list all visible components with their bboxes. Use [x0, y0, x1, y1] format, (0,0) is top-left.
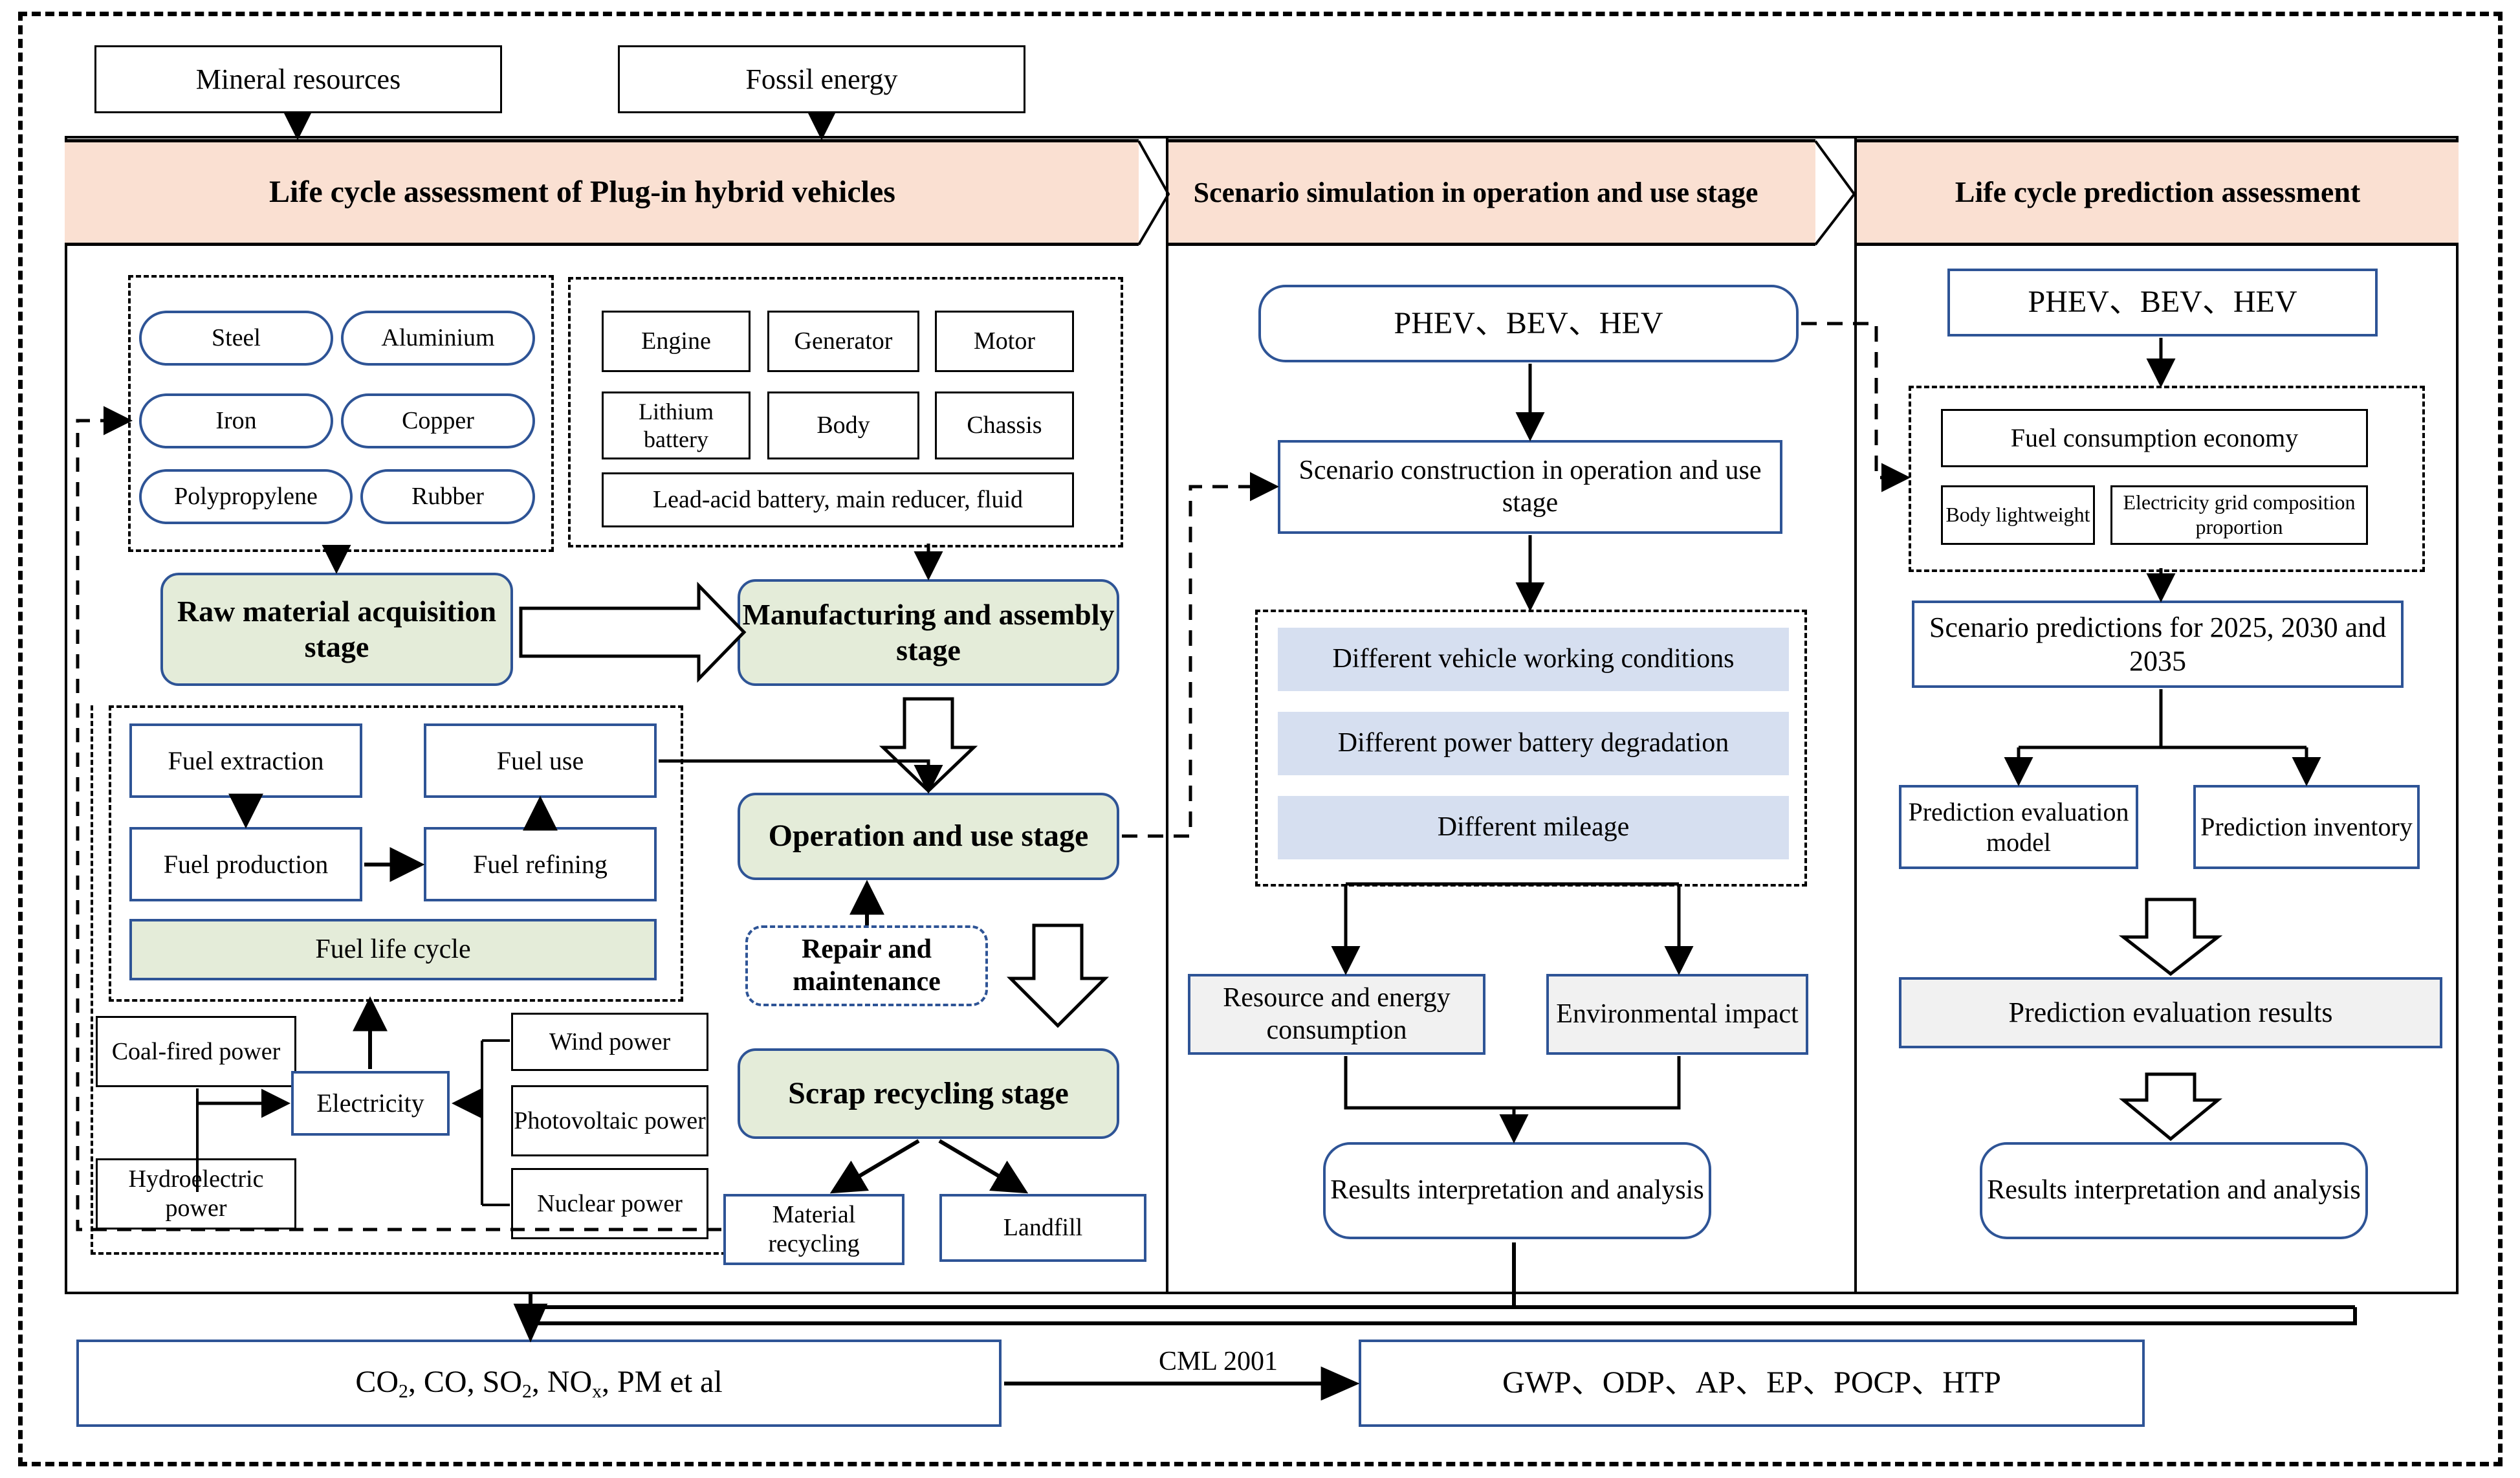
prediction-evaluation-results[interactable]: Prediction evaluation results — [1899, 977, 2442, 1048]
scenario-construction-box[interactable]: Scenario construction in operation and u… — [1278, 440, 1782, 534]
end-of-life-landfill[interactable]: Landfill — [939, 1194, 1146, 1262]
scenario-output-label-resource: Resource and energy consumption — [1223, 982, 1451, 1045]
component-chassis[interactable]: Chassis — [935, 392, 1074, 459]
material-label-steel: Steel — [212, 324, 261, 352]
prediction-factor-label-grid: Electricity grid composition proportion — [2123, 491, 2356, 538]
prediction-factor-grid-composition[interactable]: Electricity grid composition proportion — [2110, 485, 2368, 545]
cml-method-text: CML 2001 — [1159, 1347, 1278, 1376]
component-motor[interactable]: Motor — [935, 311, 1074, 372]
component-label-generator: Generator — [794, 327, 893, 355]
input-box-mineral-resources[interactable]: Mineral resources — [94, 45, 502, 113]
banner-prediction[interactable]: Life cycle prediction assessment — [1857, 139, 2459, 246]
prediction-scenario-years-box[interactable]: Scenario predictions for 2025, 2030 and … — [1912, 601, 2404, 688]
component-generator[interactable]: Generator — [767, 311, 919, 372]
prediction-scenario-years-label: Scenario predictions for 2025, 2030 and … — [1929, 611, 2387, 677]
prediction-factor-fuel-economy[interactable]: Fuel consumption economy — [1941, 409, 2368, 467]
stage-raw-material-acquisition[interactable]: Raw material acquisition stage — [160, 573, 513, 686]
material-iron[interactable]: Iron — [139, 393, 333, 448]
material-label-polypropylene: Polypropylene — [174, 483, 318, 511]
component-body[interactable]: Body — [767, 392, 919, 459]
cml-method-label: CML 2001 — [1112, 1346, 1325, 1377]
prediction-vehicles-label: PHEV、BEV、HEV — [2028, 285, 2297, 320]
emissions-box[interactable]: CO2, CO, SO2, NOx, PM et al — [76, 1340, 1002, 1427]
prediction-factor-label-body: Body lightweight — [1945, 503, 2090, 527]
prediction-branch-label-inventory: Prediction inventory — [2200, 812, 2413, 842]
banner-label-prediction: Life cycle prediction assessment — [1955, 175, 2361, 209]
stage-label-scrap: Scrap recycling stage — [788, 1075, 1069, 1110]
component-label-chassis: Chassis — [967, 412, 1042, 439]
material-steel[interactable]: Steel — [139, 311, 333, 366]
component-lithium-battery[interactable]: Lithium battery — [602, 392, 751, 459]
panel-divider-1 — [1166, 136, 1168, 1294]
stage-repair-maintenance[interactable]: Repair and maintenance — [745, 925, 988, 1006]
scenario-variation-battery-degradation[interactable]: Different power battery degradation — [1278, 712, 1789, 775]
prediction-vehicles-box[interactable]: PHEV、BEV、HEV — [1947, 269, 2378, 336]
prediction-results-label: Prediction evaluation results — [2008, 997, 2333, 1029]
material-label-rubber: Rubber — [411, 483, 484, 511]
stage-operation-use[interactable]: Operation and use stage — [738, 793, 1119, 880]
electricity-group-dashed — [91, 705, 750, 1255]
stage-label-operation: Operation and use stage — [768, 819, 1089, 854]
component-label-body: Body — [816, 412, 870, 439]
end-of-life-label-landfill: Landfill — [1003, 1214, 1083, 1242]
scenario-construction-label: Scenario construction in operation and u… — [1298, 455, 1762, 518]
component-label-engine: Engine — [641, 327, 711, 355]
prediction-branch-label-model: Prediction evaluation model — [1908, 797, 2129, 857]
material-label-iron: Iron — [215, 407, 257, 435]
prediction-branch-inventory[interactable]: Prediction inventory — [2193, 785, 2420, 869]
stage-label-repair: Repair and maintenance — [793, 934, 941, 997]
scenario-results-interpretation[interactable]: Results interpretation and analysis — [1323, 1142, 1711, 1239]
scenario-output-resource-energy[interactable]: Resource and energy consumption — [1188, 974, 1485, 1055]
scenario-variation-label-1: Different power battery degradation — [1337, 728, 1729, 758]
component-label-misc-parts: Lead-acid battery, main reducer, fluid — [652, 486, 1024, 514]
impacts-box[interactable]: GWP、ODP、AP、EP、POCP、HTP — [1359, 1340, 2145, 1427]
prediction-results-interpretation[interactable]: Results interpretation and analysis — [1980, 1142, 2368, 1239]
component-label-lithium-battery: Lithium battery — [639, 399, 714, 452]
prediction-branch-evaluation-model[interactable]: Prediction evaluation model — [1899, 785, 2138, 869]
prediction-factor-body-lightweight[interactable]: Body lightweight — [1941, 485, 2095, 545]
scenario-vehicles-box[interactable]: PHEV、BEV、HEV — [1258, 285, 1799, 362]
end-of-life-label-recycling: Material recycling — [768, 1201, 860, 1257]
input-label-fossil: Fossil energy — [745, 63, 898, 95]
material-label-copper: Copper — [402, 407, 474, 435]
outer-dashed-frame — [18, 12, 2503, 1466]
scenario-variation-label-0: Different vehicle working conditions — [1332, 644, 1735, 674]
emissions-label: CO2, CO, SO2, NOx, PM et al — [355, 1364, 723, 1402]
scenario-variation-working-conditions[interactable]: Different vehicle working conditions — [1278, 628, 1789, 691]
material-rubber[interactable]: Rubber — [360, 469, 535, 524]
component-engine[interactable]: Engine — [602, 311, 751, 372]
panel-divider-2 — [1854, 136, 1857, 1294]
component-label-motor: Motor — [974, 327, 1035, 355]
input-label-mineral: Mineral resources — [195, 63, 401, 95]
scenario-output-label-environment: Environmental impact — [1556, 998, 1799, 1029]
impacts-label: GWP、ODP、AP、EP、POCP、HTP — [1502, 1365, 2001, 1400]
scenario-results-label: Results interpretation and analysis — [1330, 1175, 1704, 1206]
prediction-interpretation-label: Results interpretation and analysis — [1987, 1175, 2361, 1206]
stage-scrap-recycling[interactable]: Scrap recycling stage — [738, 1048, 1119, 1139]
banner-label-lca: Life cycle assessment of Plug-in hybrid … — [269, 175, 895, 210]
scenario-variation-mileage[interactable]: Different mileage — [1278, 796, 1789, 859]
scenario-output-environmental-impact[interactable]: Environmental impact — [1546, 974, 1808, 1055]
stage-manufacturing-assembly[interactable]: Manufacturing and assembly stage — [738, 579, 1119, 686]
component-misc-parts[interactable]: Lead-acid battery, main reducer, fluid — [602, 472, 1074, 527]
material-aluminium[interactable]: Aluminium — [341, 311, 535, 366]
material-copper[interactable]: Copper — [341, 393, 535, 448]
vehicle-components-group — [568, 277, 1123, 547]
end-of-life-material-recycling[interactable]: Material recycling — [723, 1194, 904, 1265]
banner-lca[interactable]: Life cycle assessment of Plug-in hybrid … — [65, 139, 1139, 246]
stage-label-manufacturing: Manufacturing and assembly stage — [742, 598, 1115, 667]
input-box-fossil-energy[interactable]: Fossil energy — [618, 45, 1025, 113]
banner-label-scenario: Scenario simulation in operation and use… — [1193, 176, 1759, 208]
material-polypropylene[interactable]: Polypropylene — [139, 469, 353, 524]
material-label-aluminium: Aluminium — [381, 324, 495, 352]
three-panel-frame — [65, 136, 2459, 1294]
scenario-variation-label-2: Different mileage — [1437, 812, 1630, 843]
prediction-factor-label-fuel: Fuel consumption economy — [2010, 423, 2299, 453]
banner-scenario[interactable]: Scenario simulation in operation and use… — [1168, 139, 1815, 246]
scenario-vehicles-label: PHEV、BEV、HEV — [1394, 305, 1663, 340]
stage-label-raw-material: Raw material acquisition stage — [177, 595, 497, 663]
